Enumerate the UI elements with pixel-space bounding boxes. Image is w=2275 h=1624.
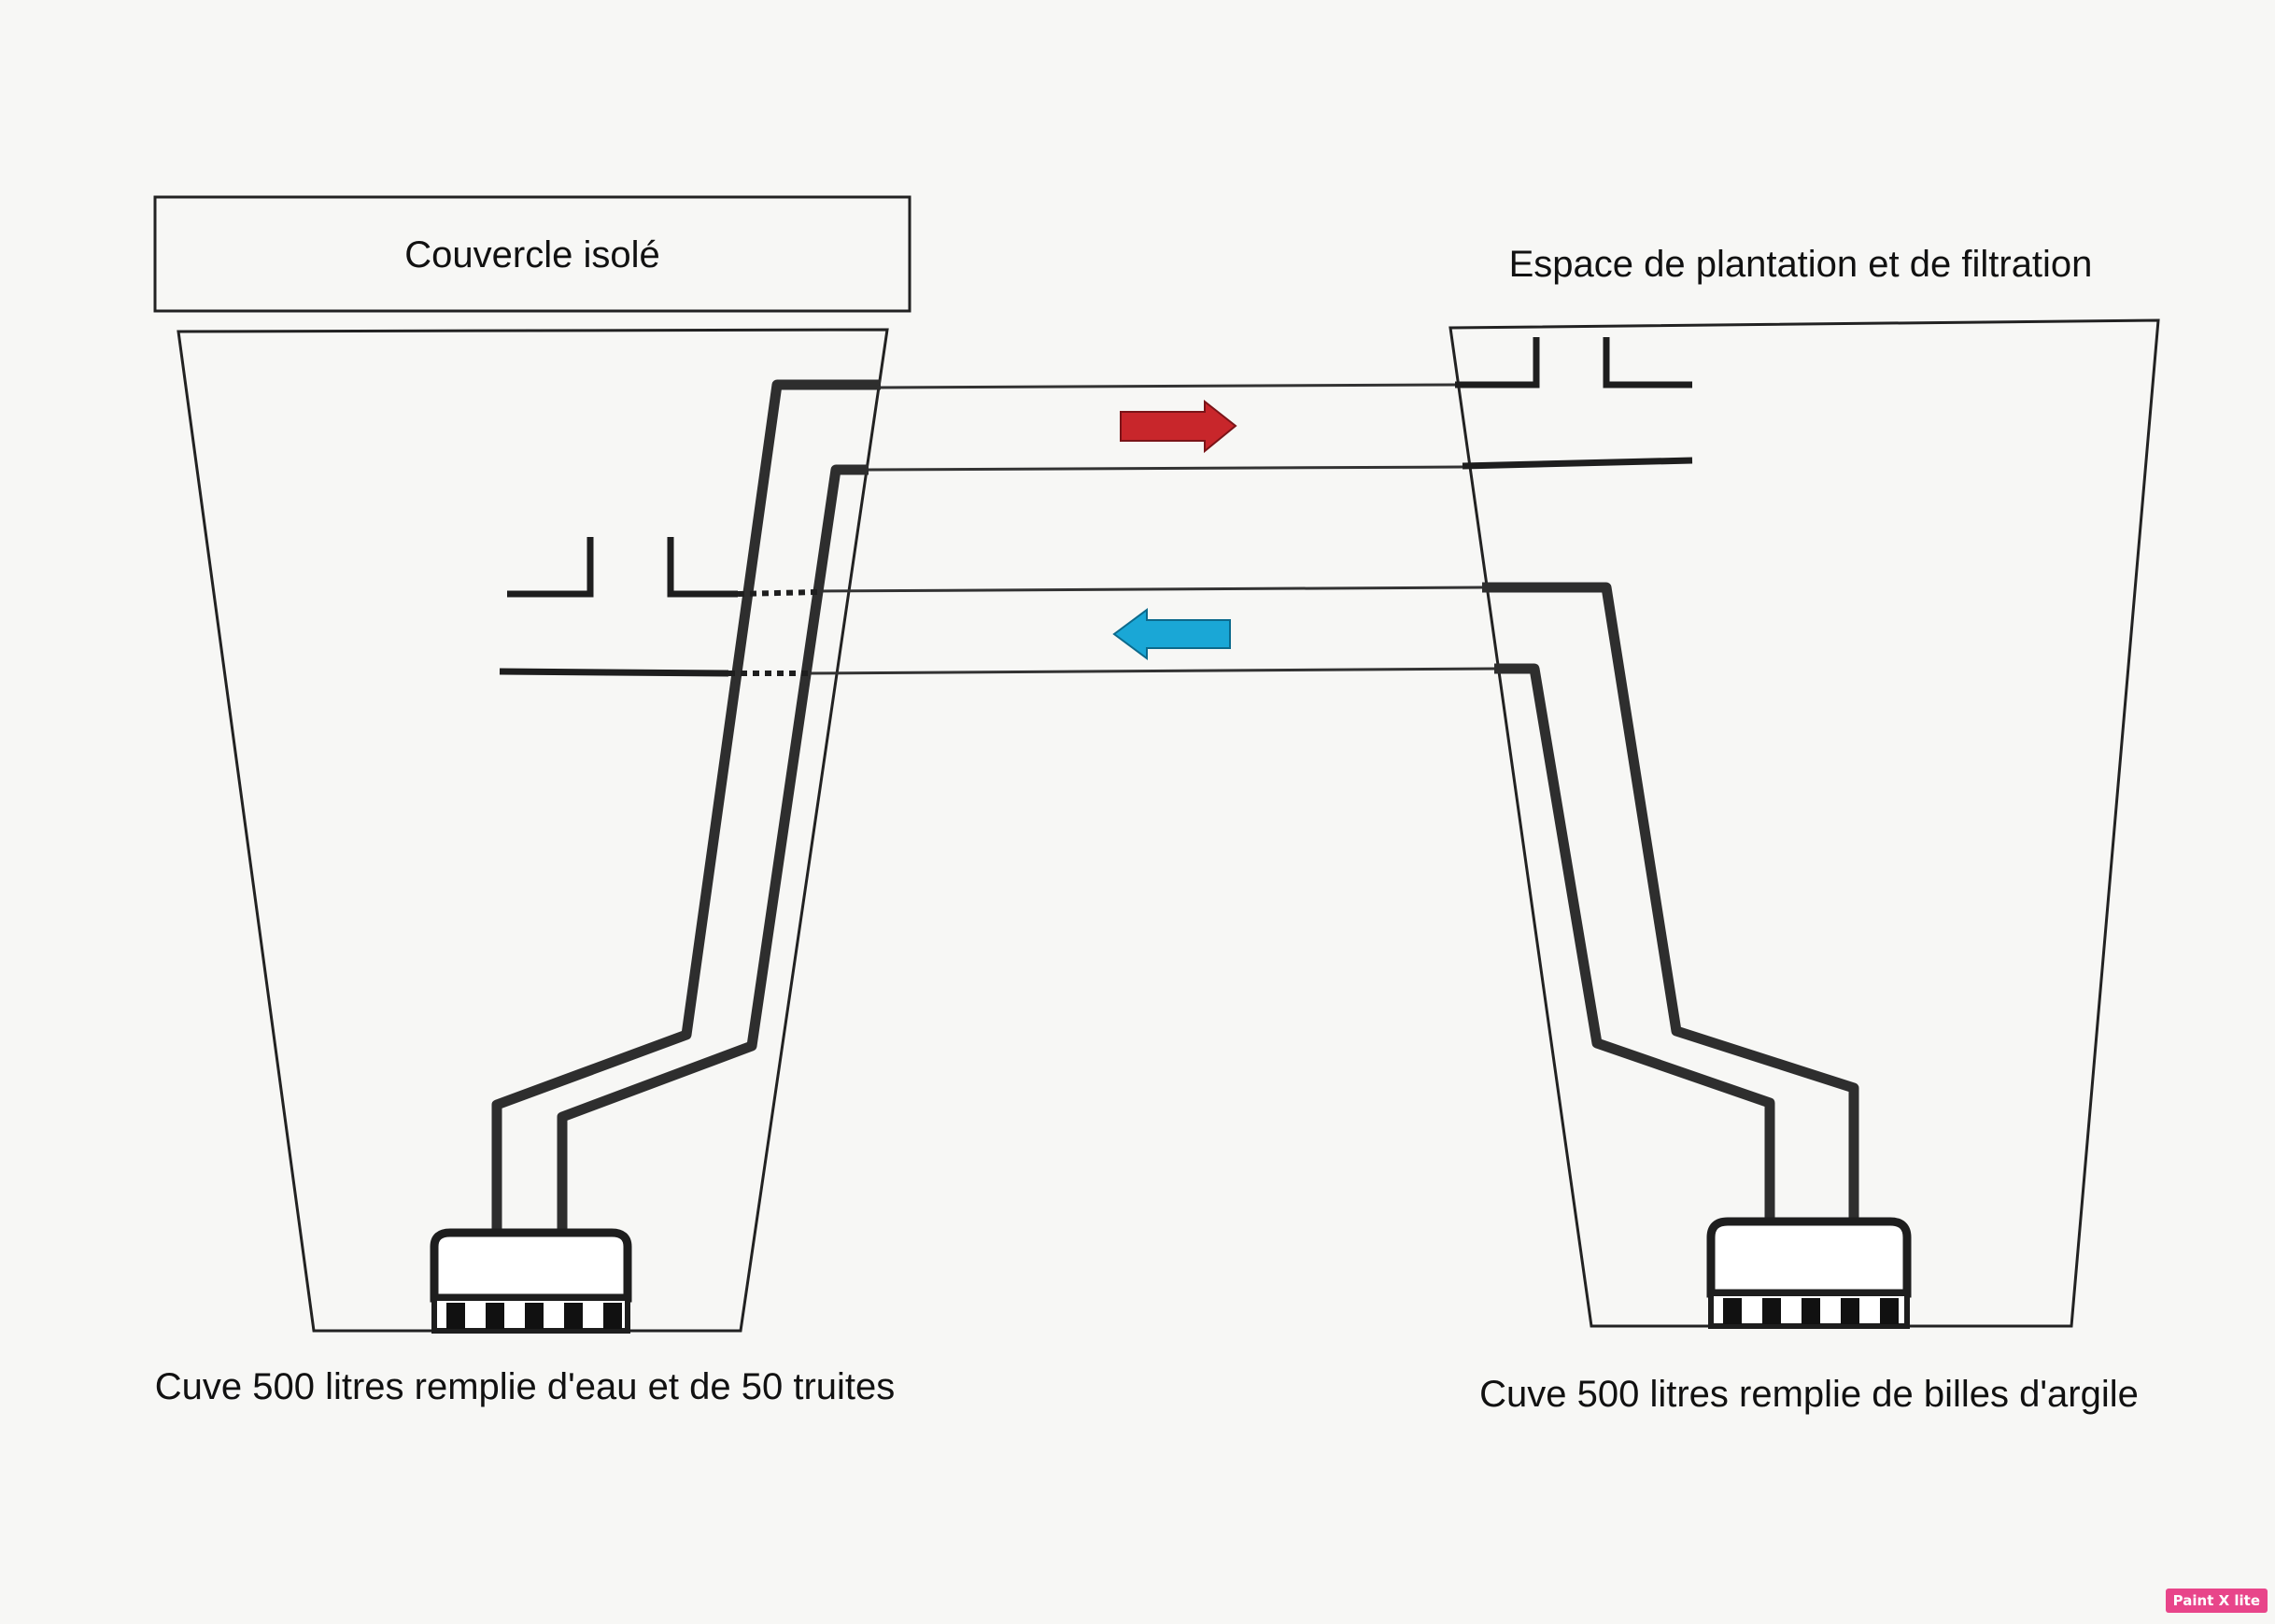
flow-arrow-left-icon [1112, 608, 1231, 660]
watermark-badge: Paint X lite [2165, 1589, 2268, 1613]
left-overflow-fitting-b [667, 537, 738, 598]
lid-label: Couvercle isolé [404, 234, 659, 275]
upper-channel-top [880, 383, 1456, 389]
left-pipe-outer [491, 379, 881, 1238]
clay-tank [1448, 318, 2160, 1328]
left-pipe-inner [557, 464, 869, 1238]
upper-channel-bottom [868, 465, 1463, 472]
left-overflow-fitting-a [507, 537, 594, 598]
flow-arrow-right-icon [1120, 399, 1237, 454]
right-inlet-fitting-a [1455, 337, 1540, 388]
lower-channel-top [816, 586, 1483, 593]
clay-tank-label: Cuve 500 litres remplie de billes d'argi… [1479, 1374, 2139, 1415]
right-pipe-inner [1494, 663, 1775, 1223]
fish-tank-label: Cuve 500 litres remplie d'eau et de 50 t… [155, 1366, 896, 1407]
planting-space-label: Espace de plantation et de filtration [1509, 244, 2093, 285]
fish-tank [177, 328, 889, 1333]
left-overflow-dash-top [737, 589, 818, 597]
right-inlet-fitting-b [1603, 337, 1692, 388]
right-pump [1706, 1217, 1912, 1329]
lid-box [153, 195, 911, 313]
right-inlet-pipe [1462, 457, 1693, 470]
right-pipe-outer [1482, 582, 1859, 1223]
left-return-pipe [499, 668, 729, 677]
left-pump [430, 1228, 632, 1334]
lower-channel-bottom [807, 667, 1495, 675]
